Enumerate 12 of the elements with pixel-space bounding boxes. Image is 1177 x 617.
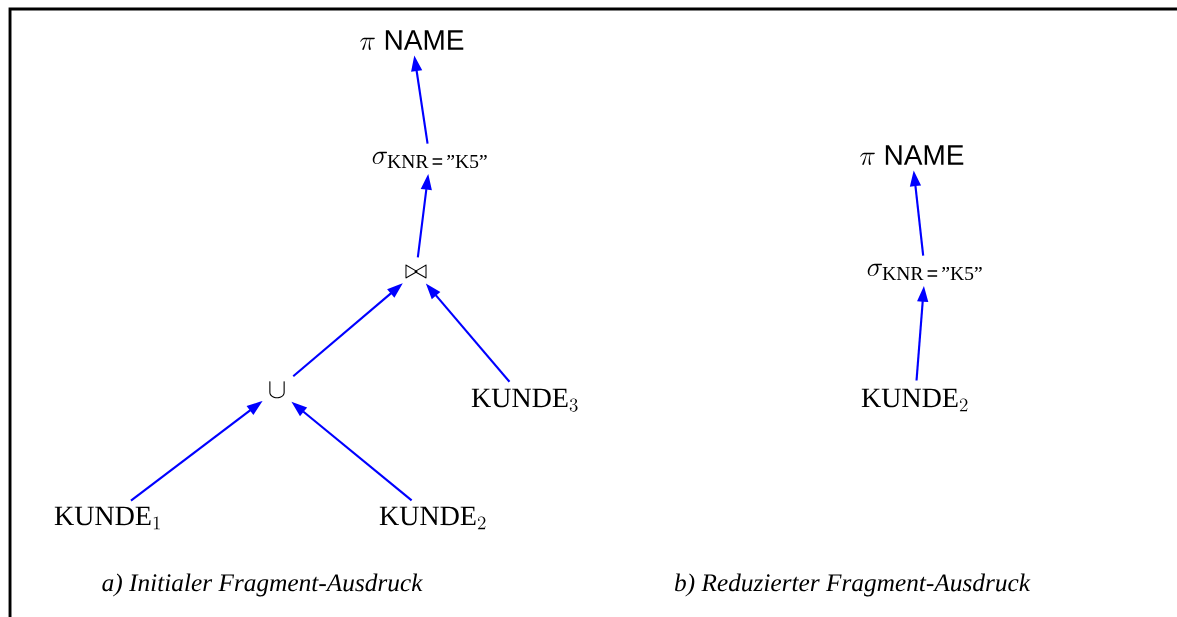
operator-label: $\text{KUNDE}_{2}$ (861, 388, 968, 412)
operator-label: $\pi\;\textsf{NAME}$ (860, 145, 964, 165)
operator-label: $\text{KUNDE}_{2}$ (379, 506, 486, 530)
operator-label: $\cup$ (269, 381, 285, 399)
operator-label: $\sigma_{\text{KNR}\,\textsf{=}\,\text{"K5"}}$ (372, 151, 487, 169)
operator-label: $\sigma_{\text{KNR}\,\textsf{=}\,\text{"K5"}}$ (867, 263, 982, 281)
operator-label: $\pi\;\textsf{NAME}$ (360, 30, 464, 50)
caption: a) Initialer Fragment-Ausdruck (102, 573, 423, 597)
caption: b) Reduzierter Fragment-Ausdruck (674, 573, 1031, 597)
operator-label: $\text{KUNDE}_{1}$ (54, 506, 160, 530)
operator-label: $\bowtie$ (405, 264, 427, 279)
operator-label: $\text{KUNDE}_{3}$ (471, 388, 578, 412)
